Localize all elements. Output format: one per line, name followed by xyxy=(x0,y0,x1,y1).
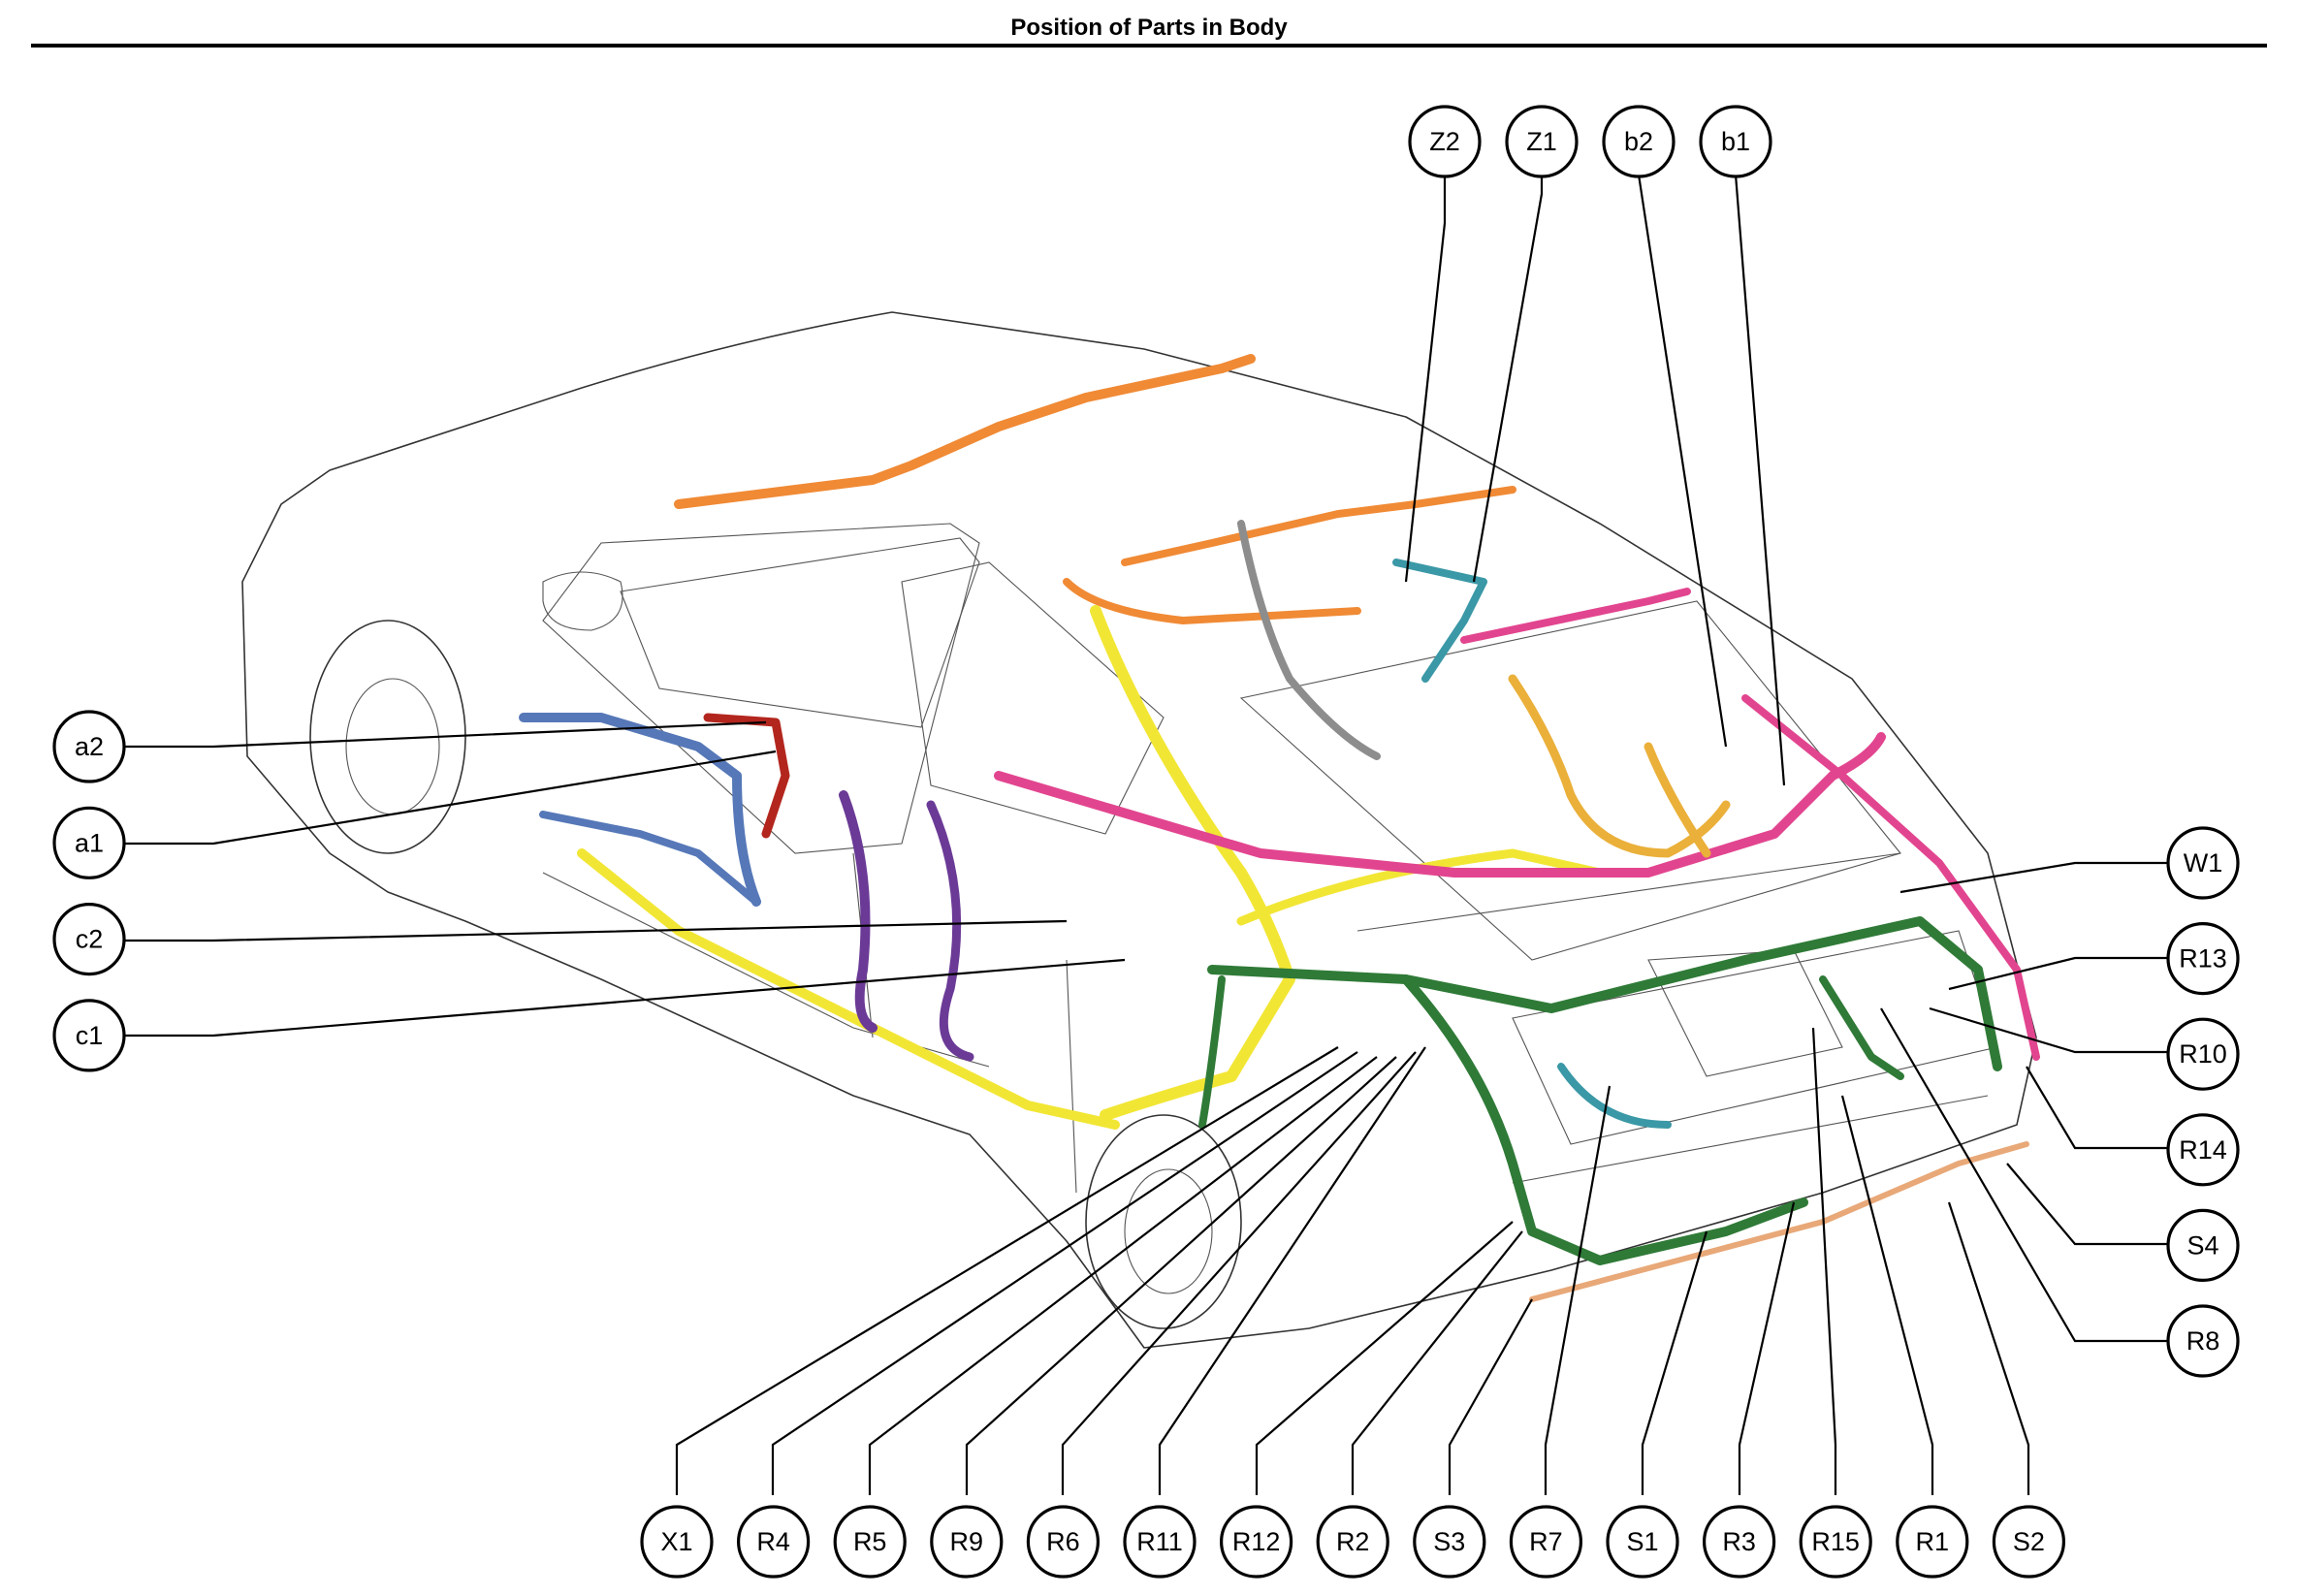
callout-label: S2 xyxy=(2013,1527,2045,1556)
callout-circle xyxy=(52,999,126,1072)
callout-label: Z1 xyxy=(1526,127,1557,156)
callout-label: R12 xyxy=(1232,1527,1281,1556)
callout-circle xyxy=(640,1505,714,1579)
callout-circle xyxy=(2166,1208,2240,1283)
callout-label: R8 xyxy=(2186,1326,2220,1356)
callout-circle xyxy=(1026,1505,1101,1579)
callout-circle xyxy=(52,710,126,783)
callout-circle xyxy=(1896,1505,1969,1579)
callout-label: S4 xyxy=(2186,1230,2218,1260)
roof-harness xyxy=(674,354,1256,509)
callout-label: S1 xyxy=(1626,1527,1658,1556)
callout-circle xyxy=(930,1505,1004,1579)
callout-circle xyxy=(1992,1505,2065,1579)
callout-circle xyxy=(2166,1113,2240,1187)
car-body-outline xyxy=(241,311,2037,1349)
callout-circle xyxy=(1702,1505,1776,1579)
callout-z2: Z2 xyxy=(1408,105,1482,178)
callout-label: R11 xyxy=(1136,1527,1183,1556)
callout-label: a1 xyxy=(75,828,104,857)
callout-circle xyxy=(1408,105,1482,178)
callout-circle xyxy=(1413,1505,1486,1579)
front-door-harness xyxy=(519,713,761,907)
callout-a1: a1 xyxy=(52,806,126,879)
callout-r8: R8 xyxy=(2166,1304,2240,1378)
callout-s3: S3 xyxy=(1413,1505,1486,1579)
callout-c1: c1 xyxy=(52,999,126,1072)
callout-label: R14 xyxy=(2179,1135,2227,1165)
callout-label: R7 xyxy=(1529,1527,1563,1556)
callout-w1: W1 xyxy=(2166,826,2240,900)
callout-label: c1 xyxy=(76,1021,104,1050)
callout-b2: b2 xyxy=(1602,105,1676,178)
callout-circle xyxy=(1219,1505,1293,1579)
callout-circle xyxy=(1606,1505,1679,1579)
callout-r5: R5 xyxy=(833,1505,907,1579)
callout-label: R10 xyxy=(2179,1039,2227,1069)
callout-circle xyxy=(2166,1017,2240,1091)
callout-c2: c2 xyxy=(52,902,126,976)
callout-label: R2 xyxy=(1336,1527,1370,1556)
callout-circle xyxy=(1602,105,1676,178)
callout-label: R3 xyxy=(1722,1527,1756,1556)
callout-r6: R6 xyxy=(1026,1505,1101,1579)
callout-label: b1 xyxy=(1721,127,1750,156)
callout-r12: R12 xyxy=(1219,1505,1293,1579)
callout-r3: R3 xyxy=(1702,1505,1776,1579)
callout-label: X1 xyxy=(660,1527,692,1556)
callout-label: a2 xyxy=(75,732,104,761)
callout-s2: S2 xyxy=(1992,1505,2065,1579)
callout-label: R6 xyxy=(1046,1527,1080,1556)
leader-lines xyxy=(124,142,2168,1495)
callout-circle xyxy=(1316,1505,1389,1579)
callout-circle xyxy=(736,1505,811,1579)
callout-label: b2 xyxy=(1624,127,1653,156)
callout-label: R15 xyxy=(1811,1527,1860,1556)
callout-z1: Z1 xyxy=(1505,105,1579,178)
callout-r7: R7 xyxy=(1509,1505,1583,1579)
callout-circle xyxy=(2166,1304,2240,1378)
callout-circle xyxy=(1799,1505,1872,1579)
callout-circle xyxy=(52,806,126,879)
page-title: Position of Parts in Body xyxy=(1010,15,1288,41)
callout-r9: R9 xyxy=(930,1505,1004,1579)
callout-r1: R1 xyxy=(1896,1505,1969,1579)
callout-circle xyxy=(833,1505,907,1579)
callout-label: R4 xyxy=(756,1527,790,1556)
callout-label: R1 xyxy=(1916,1527,1950,1556)
callout-label: c2 xyxy=(76,925,104,954)
callout-circle xyxy=(1699,105,1772,178)
callout-label: R9 xyxy=(950,1527,984,1556)
callout-r15: R15 xyxy=(1799,1505,1872,1579)
callout-label: R13 xyxy=(2179,944,2227,974)
callout-r10: R10 xyxy=(2166,1017,2240,1091)
callout-circle xyxy=(2166,826,2240,900)
callout-circle xyxy=(52,902,126,976)
floor-harness-left xyxy=(1090,605,1295,1121)
rear-door-harness xyxy=(839,790,878,1033)
callout-a2: a2 xyxy=(52,710,126,783)
callout-circle xyxy=(1505,105,1579,178)
callout-label: W1 xyxy=(2184,848,2223,878)
callout-r4: R4 xyxy=(736,1505,811,1579)
callout-r11: R11 xyxy=(1123,1505,1197,1579)
callout-circle xyxy=(1509,1505,1583,1579)
callout-circle xyxy=(1123,1505,1197,1579)
rear-harness-pink xyxy=(994,732,1886,878)
callout-label: R5 xyxy=(853,1527,887,1556)
rear-harness-green xyxy=(1207,916,2002,1071)
callout-b1: b1 xyxy=(1699,105,1772,178)
callout-label: S3 xyxy=(1433,1527,1465,1556)
callout-r14: R14 xyxy=(2166,1113,2240,1187)
callout-x1: X1 xyxy=(640,1505,714,1579)
callout-r2: R2 xyxy=(1316,1505,1389,1579)
callout-s1: S1 xyxy=(1606,1505,1679,1579)
wire-harnesses xyxy=(519,354,2040,1302)
callout-s4: S4 xyxy=(2166,1208,2240,1283)
callout-label: Z2 xyxy=(1429,127,1460,156)
callout-r13: R13 xyxy=(2166,921,2240,996)
callout-circle xyxy=(2166,921,2240,996)
